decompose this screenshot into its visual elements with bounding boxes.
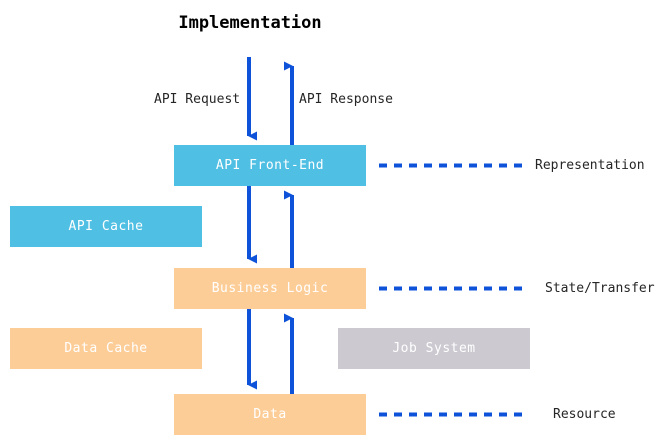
node-data-cache[interactable]: Data Cache (10, 328, 202, 369)
layer-label-state-transfer: State/Transfer (545, 281, 655, 296)
layer-label-resource: Resource (553, 407, 616, 422)
node-data[interactable]: Data (174, 394, 366, 435)
page-title: Implementation (178, 13, 322, 33)
node-business-logic[interactable]: Business Logic (174, 268, 366, 309)
edge-label-api-response: API Response (299, 92, 393, 107)
node-api-front-end[interactable]: API Front-End (174, 145, 366, 186)
layer-label-representation: Representation (535, 158, 645, 173)
node-job-system[interactable]: Job System (338, 328, 530, 369)
edge-label-api-request: API Request (154, 92, 241, 107)
node-api-cache[interactable]: API Cache (10, 206, 202, 247)
